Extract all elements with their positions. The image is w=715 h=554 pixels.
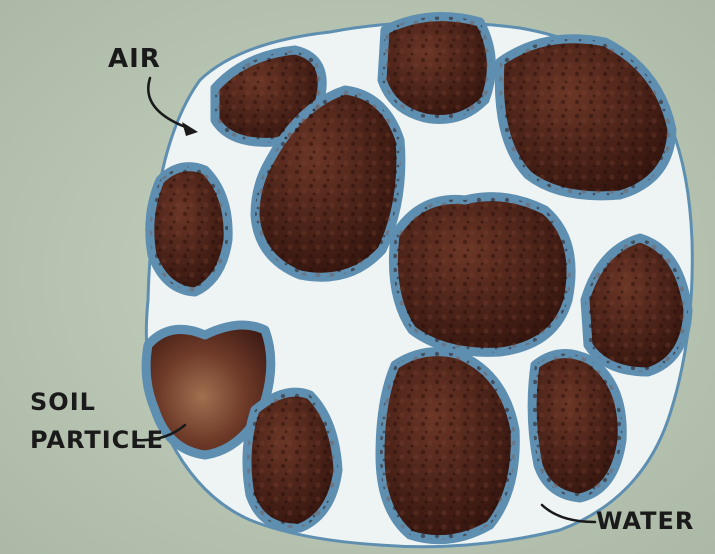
label-particle: PARTICLE bbox=[30, 426, 164, 454]
label-soil: SOIL bbox=[30, 388, 96, 416]
label-air: AIR bbox=[108, 44, 161, 74]
label-water: WATER bbox=[596, 507, 694, 535]
